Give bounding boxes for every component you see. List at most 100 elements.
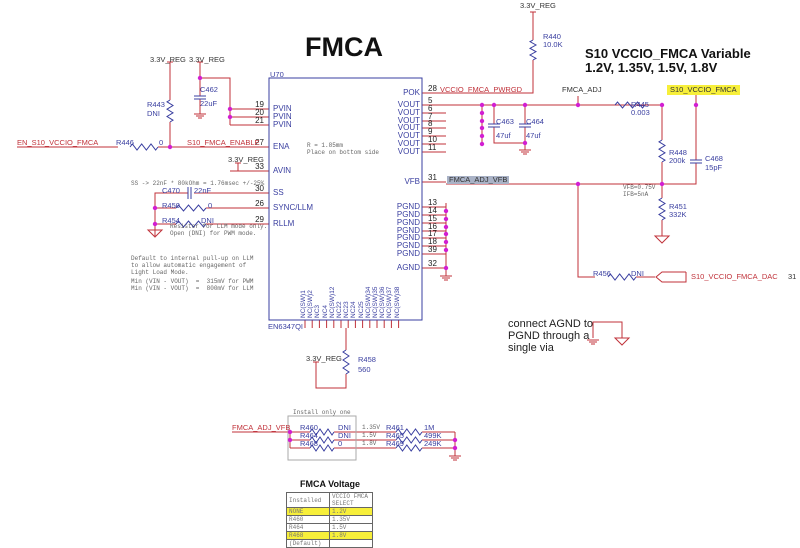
net-out-highlighted: S10_VCCIO_FMCA	[667, 85, 740, 95]
pok-wire	[446, 60, 534, 94]
c463-ref: C463	[496, 117, 514, 126]
wire	[230, 163, 239, 172]
pin-name: AGND	[396, 263, 420, 272]
analog-ground-icon	[613, 337, 631, 346]
pin-name: PGND	[396, 202, 420, 211]
note-1v5: 1.5V	[362, 432, 377, 439]
r456-symbol	[607, 273, 637, 281]
r451-value: 332K	[669, 210, 687, 219]
cell-installed: R460	[286, 515, 330, 524]
r460-ref: R460	[300, 423, 318, 432]
pin-number: 39	[428, 245, 437, 254]
selector-resistor-symbol	[309, 428, 335, 436]
junction-dot	[197, 75, 203, 81]
pin-number: 9	[428, 127, 433, 136]
page-title: FMCA	[305, 32, 383, 62]
junction-dot	[452, 445, 458, 451]
dac-page-ref: 31	[788, 272, 797, 281]
c464-value: 47uf	[526, 131, 541, 140]
voltage-table-row: R468 1.8V	[286, 531, 373, 540]
bottom-pin-name: NC3	[314, 304, 322, 318]
r445-ref: R445	[631, 100, 649, 109]
net-adj: FMCA_ADJ	[562, 85, 602, 94]
pin-number: 29	[255, 215, 264, 224]
rail-label-avin: 3.3V_REG	[228, 155, 264, 164]
net-en-input: EN_S10_VCCIO_FMCA	[17, 138, 99, 147]
analog-ground-icon	[146, 229, 164, 238]
pin-name: VOUT	[397, 131, 420, 140]
pin-name: PGND	[396, 210, 420, 219]
pin-number: 32	[428, 259, 437, 268]
selector-resistor-symbol	[309, 436, 335, 444]
r450-symbol	[175, 204, 207, 212]
r460-value: DNI	[338, 423, 351, 432]
rail-label-r443: 3.3V_REG	[150, 55, 186, 64]
note-install-only-one: Install only one	[293, 409, 351, 416]
voltage-table-title: FMCA Voltage	[300, 479, 360, 489]
pin-name: PGND	[396, 241, 420, 250]
offpage-connector-icon	[655, 271, 687, 283]
cell-select: 1.8V	[329, 531, 373, 540]
r469-value: 249K	[424, 439, 442, 448]
ic-ref: U70	[270, 70, 284, 79]
junction-dot	[443, 265, 449, 271]
junction-dot	[575, 181, 581, 187]
pin-name: VOUT	[397, 123, 420, 132]
c470-ref: C470	[162, 186, 180, 195]
r445-symbol	[614, 101, 646, 109]
pin-number: 20	[255, 108, 264, 117]
bottom-pin-name: NC24	[350, 301, 358, 318]
pin-name: SYNC/LLM	[273, 203, 314, 212]
divider-resistor-symbol	[395, 436, 423, 444]
r468-value: 0	[338, 439, 343, 448]
selector-resistor-symbol	[309, 444, 335, 452]
note-agnd-pgnd: connect AGND to PGND through a single vi…	[508, 318, 593, 354]
r454-symbol	[175, 220, 207, 228]
junction-dot	[522, 102, 528, 108]
cell-select	[329, 539, 373, 548]
r443-ref: R443	[147, 100, 165, 109]
c464-ref: C464	[526, 117, 544, 126]
note-soft-start: SS -> 22nF * 80kOhm = 1.76msec +/-25%	[131, 180, 265, 187]
note-1v8: 1.8V	[362, 440, 377, 447]
pin-name: VOUT	[397, 139, 420, 148]
note-llm-default: Default to internal pull-up on LLM to al…	[131, 255, 254, 276]
voltage-table-row: NONE 1.2V	[286, 507, 373, 516]
r440-value: 10.0K	[543, 40, 563, 49]
c468-value: 15pF	[705, 163, 723, 172]
r465-ref: R465	[386, 431, 404, 440]
pin-name: VOUT	[397, 100, 420, 109]
pin-name: ENA	[273, 142, 290, 151]
pin-number: 15	[428, 214, 437, 223]
pin-name: PGND	[396, 218, 420, 227]
bottom-pin-name: NC(SW)37	[386, 286, 394, 318]
pin-name: RLLM	[273, 219, 295, 228]
r465-value: 499K	[424, 431, 442, 440]
junction-dot	[443, 224, 449, 230]
junction-dot	[693, 102, 699, 108]
junction-dot	[452, 437, 458, 443]
r448-value: 200k	[669, 156, 686, 165]
pin-name: PGND	[396, 233, 420, 242]
voltage-table: Installed VCCIO FMCA SELECT NONE 1.2V R4…	[286, 492, 373, 548]
junction-dot	[522, 140, 528, 146]
ic-part-number: EN6347QI	[268, 322, 304, 331]
wire	[154, 192, 188, 236]
net-dac: S10_VCCIO_FMCA_DAC	[691, 272, 778, 281]
cell-installed: R468	[286, 531, 330, 540]
schematic-canvas	[17, 11, 702, 461]
r440-symbol	[528, 39, 538, 61]
junction-dot	[479, 118, 485, 124]
r464-value: DNI	[338, 431, 351, 440]
subtitle-line2: 1.2V, 1.35V, 1.5V, 1.8V	[585, 60, 718, 75]
junction-dot	[479, 110, 485, 116]
pin-number: 13	[428, 198, 437, 207]
junction-dot	[479, 133, 485, 139]
r454-ref: R454	[162, 216, 180, 225]
net-adj-vfb: FMCA_ADJ_VFB	[447, 175, 510, 184]
junction-dot	[227, 114, 233, 120]
pin-name: SS	[273, 188, 284, 197]
r450-value: 0	[208, 201, 213, 210]
pin-number: 5	[428, 96, 433, 105]
junctions	[152, 75, 699, 451]
